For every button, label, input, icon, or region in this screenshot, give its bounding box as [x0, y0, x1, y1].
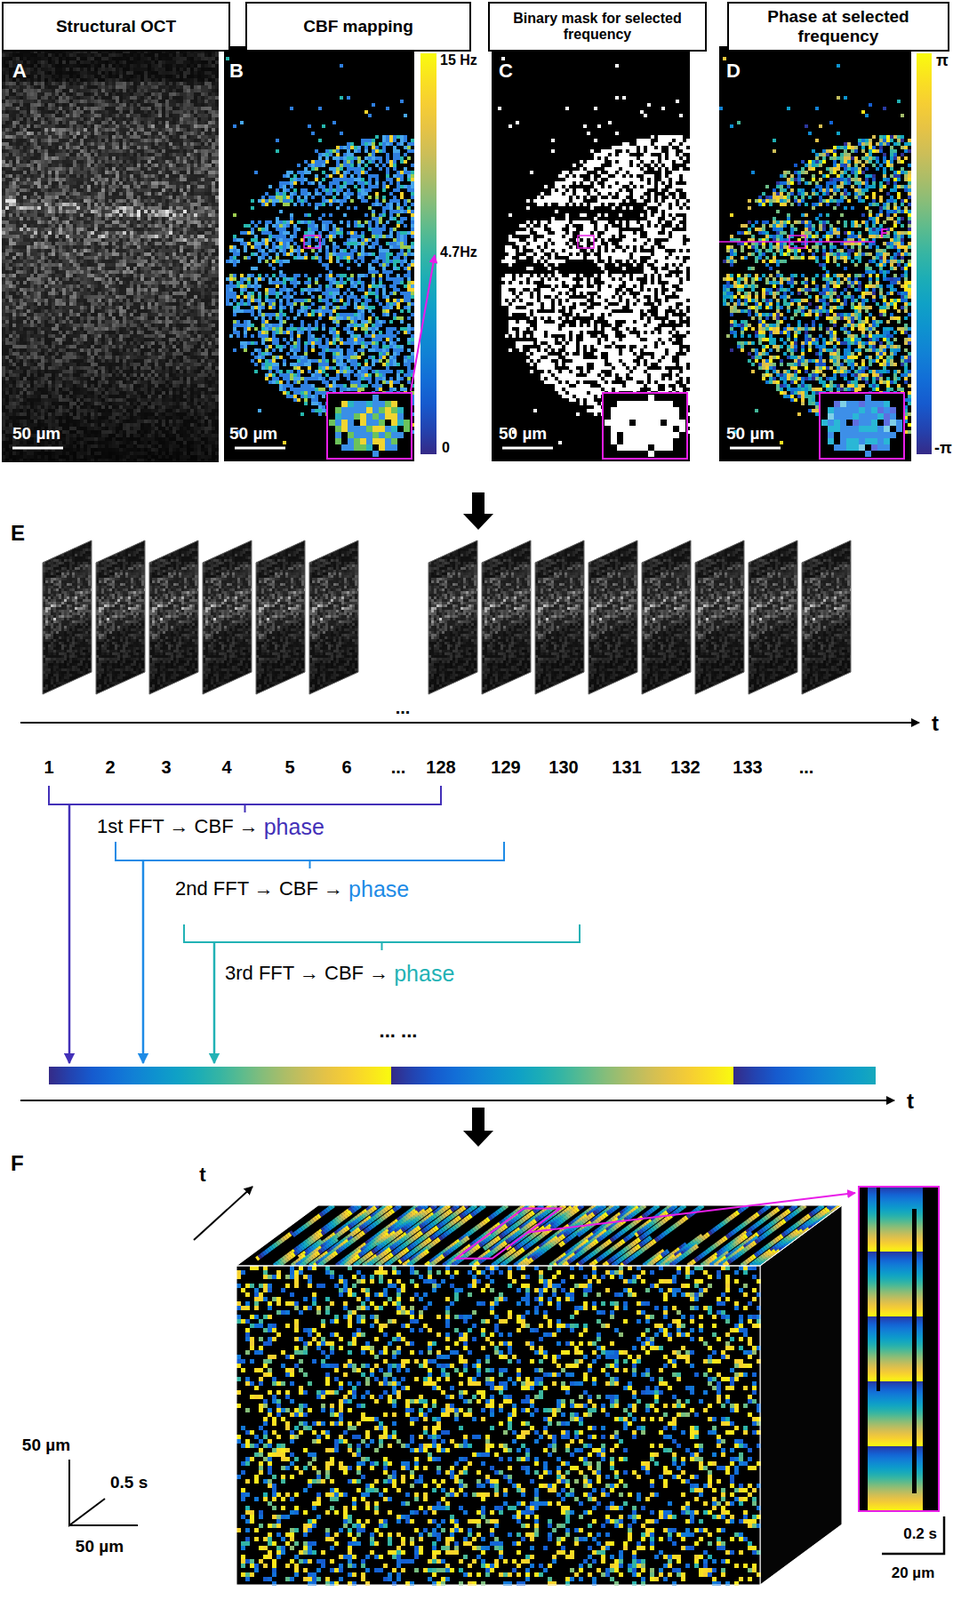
- figure-stage: Structural OCTCBF mappingBinary mask for…: [0, 0, 953, 1600]
